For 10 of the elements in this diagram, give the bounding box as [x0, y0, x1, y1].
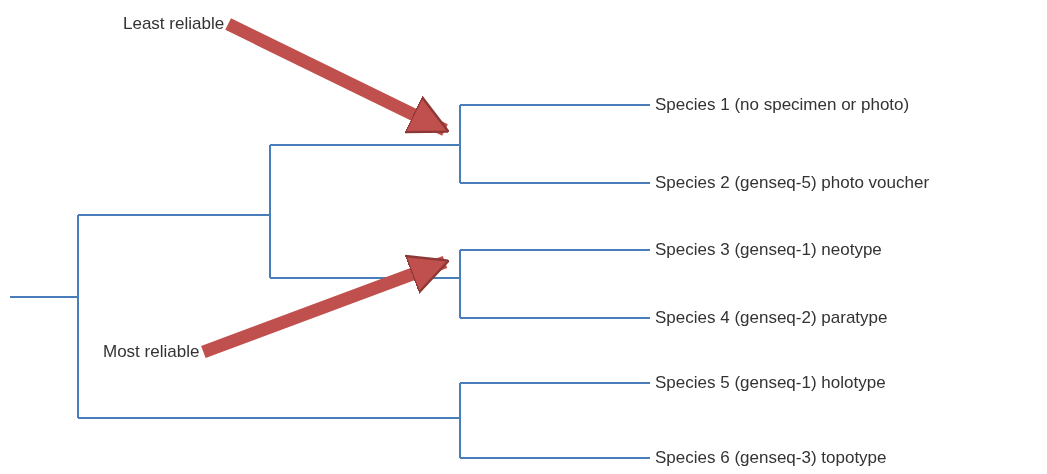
species-label: Species 5 (genseq-1) holotype [655, 373, 886, 393]
arrow [225, 18, 450, 136]
species-label: Species 1 (no specimen or photo) [655, 95, 910, 115]
species-label: Species 3 (genseq-1) neotype [655, 240, 882, 260]
species-label: Species 6 (genseq-3) topotype [655, 448, 887, 468]
annotation-text: Most reliable [103, 342, 200, 362]
annotation-text: Least reliable [123, 14, 225, 34]
species-label: Species 2 (genseq-5) photo voucher [655, 173, 930, 193]
species-label: Species 4 (genseq-2) paratype [655, 308, 888, 328]
arrow [201, 254, 450, 359]
